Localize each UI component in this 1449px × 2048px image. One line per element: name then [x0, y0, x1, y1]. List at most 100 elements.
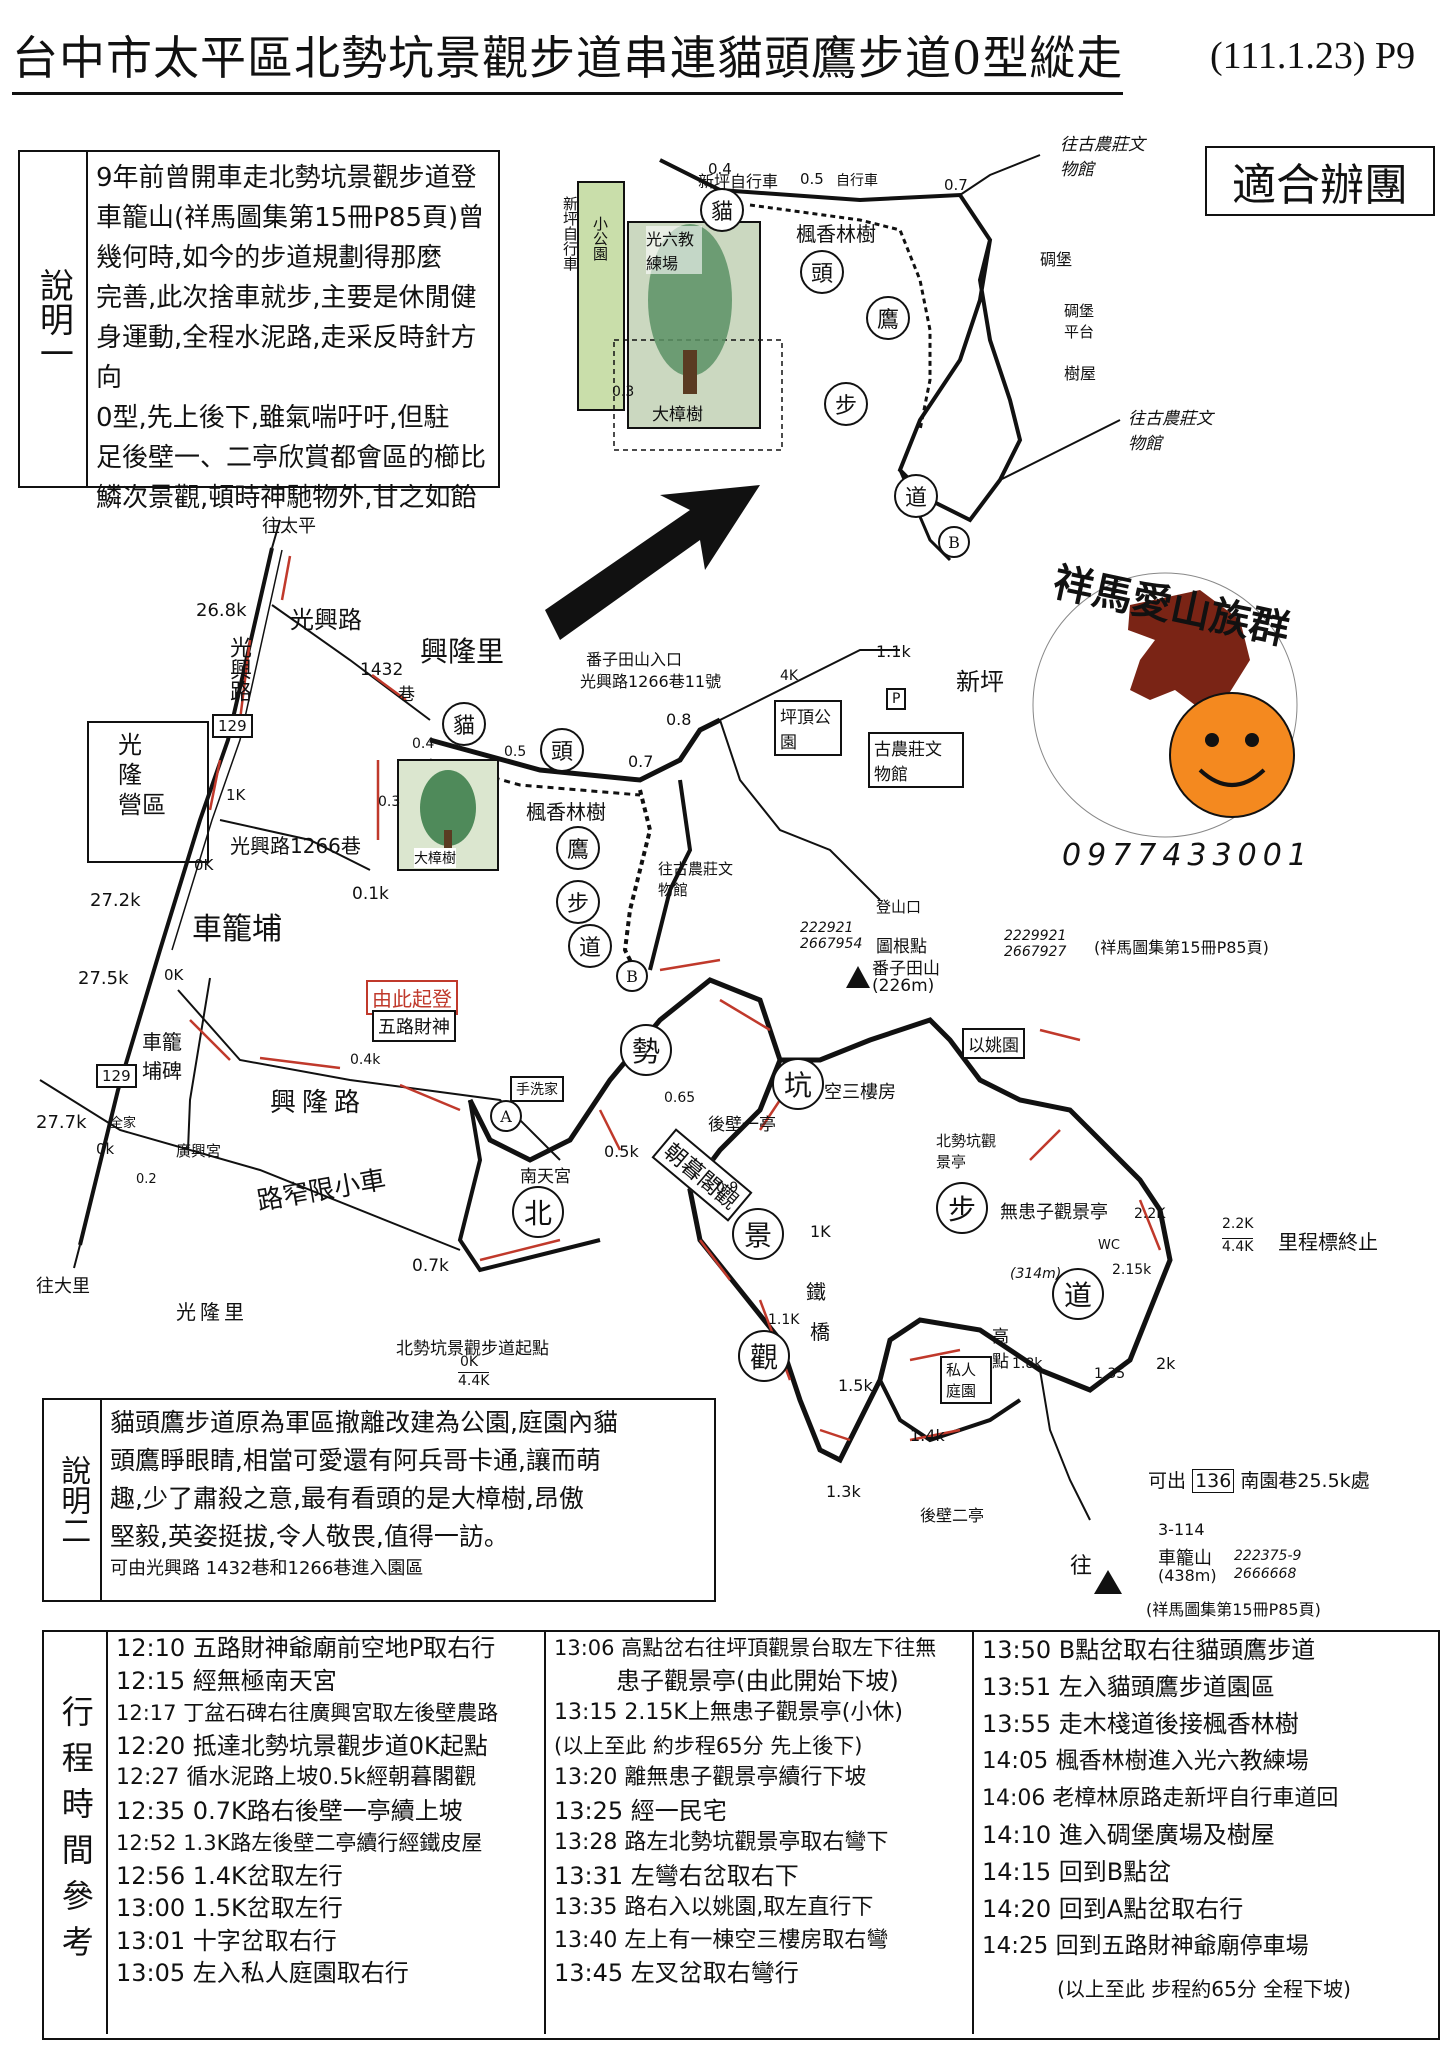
- itinerary-row: 13:25 經一民宅: [554, 1796, 727, 1825]
- distance-marker: 0.4: [708, 160, 732, 178]
- distance-marker: 0.7: [628, 752, 654, 771]
- note1-line: 9年前曾開車走北勢坑景觀步道登: [96, 163, 477, 193]
- label-high-point: 高點: [992, 1327, 1009, 1372]
- distance-marker: 2.2K: [1134, 1206, 1166, 1222]
- label-xinglong-li: 興隆里: [420, 635, 505, 668]
- distance-marker: 0.5k: [604, 1142, 639, 1161]
- note1-line: 足後壁一、二亭欣賞都會區的櫛比: [96, 443, 487, 473]
- label-trailhead: 登山口: [876, 898, 922, 916]
- distance-marker: 0.9: [716, 1180, 739, 1196]
- label-trail-start: 北勢坑景觀步道起點: [396, 1339, 549, 1359]
- label-coords2: 2667954: [800, 936, 863, 952]
- distance-marker: 0.5: [504, 744, 527, 760]
- itinerary-row: 12:17 丁盆石碑右往廣興宮取左後壁農路: [116, 1701, 499, 1725]
- owl-trail-char: 頭: [540, 728, 584, 772]
- exit136-prefix: 可出: [1148, 1470, 1187, 1492]
- itinerary-row: 14:06 老樟林原路走新坪自行車道回: [982, 1786, 1339, 1811]
- label-to-xinping: 新坪: [956, 668, 1004, 696]
- label-to-farm-museum-top1: 往古農莊文物館: [1060, 135, 1145, 180]
- note1-line: 0型,先上後下,雖氣喘吁吁,但駐: [96, 403, 450, 433]
- label-exit136: 可出 136 南園巷25.5k處: [1148, 1466, 1370, 1493]
- p-sign: P: [886, 688, 907, 710]
- distance-marker: 0k: [96, 1140, 115, 1158]
- itinerary-label-text: 行程時間參考: [56, 1695, 95, 1971]
- note1-label-text: 說明一: [33, 268, 74, 370]
- distance-marker: 0.5: [800, 170, 824, 188]
- note2-label-text: 說明二: [55, 1455, 91, 1545]
- route-129-sign: 129: [212, 714, 253, 738]
- label-trail-start-k2: 4.4K: [458, 1372, 490, 1389]
- distance-marker: 0.7: [944, 176, 968, 194]
- label-to-chelong: 往: [1070, 1554, 1093, 1579]
- label-guanglong-li: 光隆里: [176, 1300, 248, 1324]
- itinerary-row: 12:20 抵達北勢坑景觀步道0K起點: [116, 1731, 488, 1760]
- beishikeng-char: 坑: [772, 1058, 824, 1110]
- note1-label: 說明一: [20, 152, 88, 486]
- label-fanzi-addr: 光興路1266巷11號: [580, 672, 722, 691]
- label-to-dali: 往大里: [36, 1276, 90, 1297]
- distance-marker: 0.3: [612, 384, 635, 400]
- camp-char: 光: [118, 731, 142, 759]
- itinerary-row: 13:51 左入貓頭鷹步道園區: [982, 1673, 1275, 1701]
- label-maple-forest: 楓香林樹: [526, 800, 606, 824]
- suitable-for-group-tag: 適合辦團: [1205, 146, 1435, 216]
- label-chelong-height: (438m): [1158, 1566, 1217, 1585]
- label-hand-wash: 手洗家: [510, 1076, 564, 1102]
- itinerary-row: 14:15 回到B點岔: [982, 1858, 1172, 1886]
- label-camphor-top: 大樟樹: [652, 405, 703, 425]
- itinerary-row: 患子觀景亭(由此開始下坡): [616, 1666, 899, 1695]
- itinerary-row: 14:25 回到五路財神爺廟停車場: [982, 1933, 1309, 1959]
- itinerary-row: 14:05 楓香林樹進入光六教練場: [982, 1748, 1309, 1774]
- label-iron-bridge: 鐵: [806, 1280, 826, 1304]
- distance-marker: 0K: [194, 856, 214, 874]
- label-sky3: 空三樓房: [824, 1082, 896, 1103]
- distance-marker: 2k: [1156, 1354, 1176, 1373]
- note2-line: 趣,少了肅殺之意,最有看頭的是大樟樹,昂傲: [110, 1484, 584, 1513]
- distance-marker: 1.5k: [838, 1376, 873, 1395]
- label-guanglong-camp: 光 隆 營區: [118, 730, 166, 820]
- label-chelong-id: 3-114: [1158, 1520, 1205, 1539]
- itinerary-row: 12:15 經無極南天宮: [116, 1666, 337, 1695]
- itinerary-row: 13:00 1.5K岔取左行: [116, 1894, 343, 1922]
- distance-marker: 1K: [226, 786, 246, 804]
- note2-text: 貓頭鷹步道原為軍區撤離改建為公園,庭園內貓 頭鷹睜眼睛,相當可愛還有阿兵哥卡通,…: [102, 1400, 714, 1600]
- label-km-end-a: 2.2K: [1222, 1216, 1254, 1232]
- note1-line: 完善,此次捨車就步,主要是休閒健: [96, 283, 477, 313]
- label-ref85: (祥馬圖集第15冊P85頁): [1094, 938, 1269, 957]
- distance-marker: 1.3k: [826, 1482, 861, 1501]
- distance-marker: 1.8k: [1012, 1356, 1043, 1372]
- distance-marker: 2.15k: [1112, 1262, 1152, 1278]
- label-lane-1432: 1432: [360, 660, 404, 680]
- owl-top-char: 道: [894, 474, 938, 518]
- label-lane-suffix: 巷: [398, 685, 415, 705]
- distance-marker: 1.35: [1094, 1366, 1126, 1382]
- label-chelong-name: 車籠山: [1158, 1548, 1212, 1569]
- camp-char: 營區: [118, 791, 166, 819]
- point-b-sign-top: B: [938, 526, 970, 558]
- label-guangxing-temple: 廣興宮: [176, 1142, 222, 1160]
- owl-top-char: 步: [824, 382, 868, 426]
- owl-trail-char: 步: [556, 880, 600, 924]
- distance-marker: 27.7k: [36, 1112, 87, 1133]
- owl-trail-char: 道: [568, 924, 612, 968]
- label-trail-start-k1: 0K: [460, 1354, 479, 1370]
- label-chelong-coord1: 222375-9: [1234, 1548, 1302, 1564]
- label-nantian-temple: 南天宮: [520, 1167, 571, 1187]
- distance-marker: 1K: [810, 1222, 831, 1241]
- owl-top-char: 頭: [800, 250, 844, 294]
- itinerary-row: 12:52 1.3K路左後壁二亭續行經鐵皮屋: [116, 1831, 483, 1855]
- note2-line: 堅毅,英姿挺拔,令人敬畏,值得一訪。: [110, 1522, 509, 1551]
- label-camphor: 大樟樹: [414, 848, 456, 868]
- itinerary-row: 13:40 左上有一棟空三樓房取右彎: [554, 1927, 889, 1953]
- distance-marker: 0.7k: [412, 1256, 449, 1276]
- note2-line: 頭鷹睜眼睛,相當可愛還有阿兵哥卡通,讓而萌: [110, 1446, 601, 1475]
- note1-line: 幾何時,如今的步道規劃得那麼: [96, 243, 443, 273]
- label-km-end-b: 4.4K: [1222, 1238, 1254, 1255]
- label-familymart: 全家: [110, 1116, 137, 1131]
- owl-top-char: 貓: [700, 188, 744, 232]
- page-title: 台中市太平區北勢坑景觀步道串連貓頭鷹步道0型縱走: [12, 22, 1124, 95]
- note1-box: 說明一 9年前曾開車走北勢坑景觀步道登 車籠山(祥馬圖集第15冊P85頁)曾 幾…: [18, 150, 500, 513]
- beishikeng-char: 景: [732, 1208, 784, 1260]
- distance-marker: 1.1K: [768, 1312, 800, 1328]
- label-coords3: 2229921: [1004, 928, 1067, 944]
